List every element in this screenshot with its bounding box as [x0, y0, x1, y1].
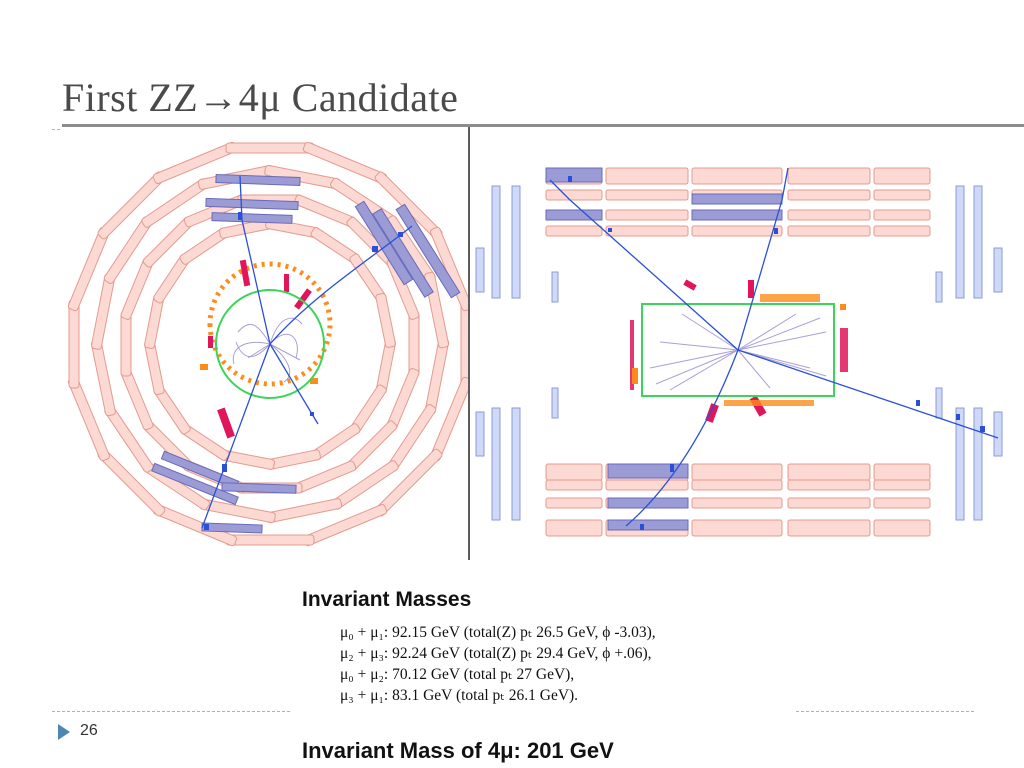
barrel-chamber — [691, 463, 783, 481]
inner-detector-boundary — [215, 289, 325, 399]
barrel-chamber — [545, 519, 603, 537]
endcap-chamber — [511, 185, 521, 299]
muon-chamber — [90, 339, 116, 417]
endcap-chambers — [475, 185, 1003, 521]
muon-tracks-longitudinal — [549, 167, 999, 527]
barrel-chamber — [787, 479, 871, 491]
barrel-chamber — [545, 479, 603, 491]
slide-title: First ZZ→4μ Candidate — [62, 75, 459, 120]
barrel-chamber — [691, 479, 783, 491]
barrel-chamber — [787, 167, 871, 185]
barrel-chamber — [605, 167, 689, 185]
muon-chamber — [375, 293, 396, 348]
barrel-chamber — [787, 225, 871, 237]
calorimeter-deposits — [200, 259, 333, 439]
endcap-chamber — [475, 247, 485, 293]
muon-chamber-rings — [67, 141, 468, 547]
endcap-chamber — [935, 387, 943, 419]
muon-chamber — [225, 142, 315, 154]
barrel-chamber — [691, 519, 783, 537]
event-display-longitudinal — [470, 128, 1024, 560]
endcap-chamber — [973, 185, 983, 299]
muon-chamber — [225, 534, 315, 546]
barrel-chamber — [787, 519, 871, 537]
muon-chamber — [294, 460, 357, 494]
endcap-chamber — [935, 271, 943, 303]
muon-chamber — [120, 368, 154, 431]
endcap-chamber — [955, 185, 965, 299]
track-hits-longitudinal — [568, 176, 985, 530]
barrel-chamber — [873, 225, 931, 237]
barrel-chamber — [873, 497, 931, 509]
muon-chamber — [68, 299, 80, 389]
footer-rule-right — [796, 711, 974, 712]
barrel-chamber — [691, 225, 783, 237]
barrel-chambers — [545, 167, 931, 537]
barrel-chamber — [545, 225, 603, 237]
barrel-chamber — [787, 189, 871, 201]
endcap-chamber — [511, 407, 521, 521]
longitudinal-hit-chambers — [545, 167, 783, 531]
endcap-chamber — [491, 185, 501, 299]
invariant-mass-4mu: Invariant Mass of 4μ: 201 GeV — [302, 738, 614, 763]
muon-chamber — [266, 449, 321, 470]
slide-arrow-icon — [58, 724, 70, 740]
muon-chamber — [265, 498, 343, 524]
muon-chamber — [408, 311, 420, 377]
invariant-masses-list: μ₀ + μ₁: 92.15 GeV (total(Z) pₜ 26.5 GeV… — [340, 622, 656, 706]
panel-divider — [468, 127, 470, 560]
barrel-chamber — [605, 189, 689, 201]
barrel-chamber — [691, 497, 783, 509]
barrel-chamber — [873, 189, 931, 201]
muon-chamber — [424, 338, 450, 415]
barrel-chamber — [545, 189, 603, 201]
track-hits — [204, 212, 403, 530]
barrel-chamber — [787, 463, 871, 481]
mass-line: μ₀ + μ₂: 70.12 GeV (total pₜ 27 GeV), — [340, 666, 575, 683]
title-rule-dash — [52, 129, 60, 130]
barrel-chamber — [691, 167, 783, 185]
barrel-chamber — [787, 497, 871, 509]
endcap-chamber — [973, 407, 983, 521]
barrel-chamber — [605, 479, 689, 491]
mass-line: μ₀ + μ₁: 92.15 GeV (total(Z) pₜ 26.5 GeV… — [340, 624, 656, 641]
mass-line: μ₃ + μ₁: 83.1 GeV (total pₜ 26.1 GeV). — [340, 687, 579, 704]
barrel-chamber — [873, 519, 931, 537]
barrel-chamber — [545, 497, 603, 509]
endcap-chamber — [993, 247, 1003, 293]
barrel-chamber — [873, 479, 931, 491]
muon-chamber — [460, 299, 468, 389]
endcap-chamber — [475, 411, 485, 457]
invariant-masses-heading: Invariant Masses — [302, 588, 472, 611]
barrel-chamber — [787, 209, 871, 221]
event-display-transverse — [52, 128, 468, 560]
endcap-chamber — [993, 411, 1003, 457]
title-rule — [62, 124, 1024, 127]
page-number: 26 — [80, 722, 98, 739]
endcap-chamber — [491, 407, 501, 521]
barrel-chamber — [873, 209, 931, 221]
footer-rule-left — [52, 711, 290, 712]
barrel-chamber — [545, 463, 603, 481]
barrel-chamber — [605, 225, 689, 237]
barrel-chamber — [873, 167, 931, 185]
muon-chamber — [120, 311, 132, 377]
barrel-chamber — [873, 463, 931, 481]
barrel-chamber — [605, 209, 689, 221]
endcap-chamber — [551, 387, 559, 419]
longitudinal-calorimeter — [630, 279, 848, 423]
inner-tracks-longitudinal — [649, 313, 827, 391]
inner-detector-boundary-longitudinal — [641, 303, 835, 397]
endcap-chamber — [551, 271, 559, 303]
muon-chamber — [144, 340, 165, 395]
mass-line: μ₂ + μ₃: 92.24 GeV (total(Z) pₜ 29.4 GeV… — [340, 645, 652, 662]
muon-chamber — [90, 273, 116, 350]
endcap-chamber — [955, 407, 965, 521]
